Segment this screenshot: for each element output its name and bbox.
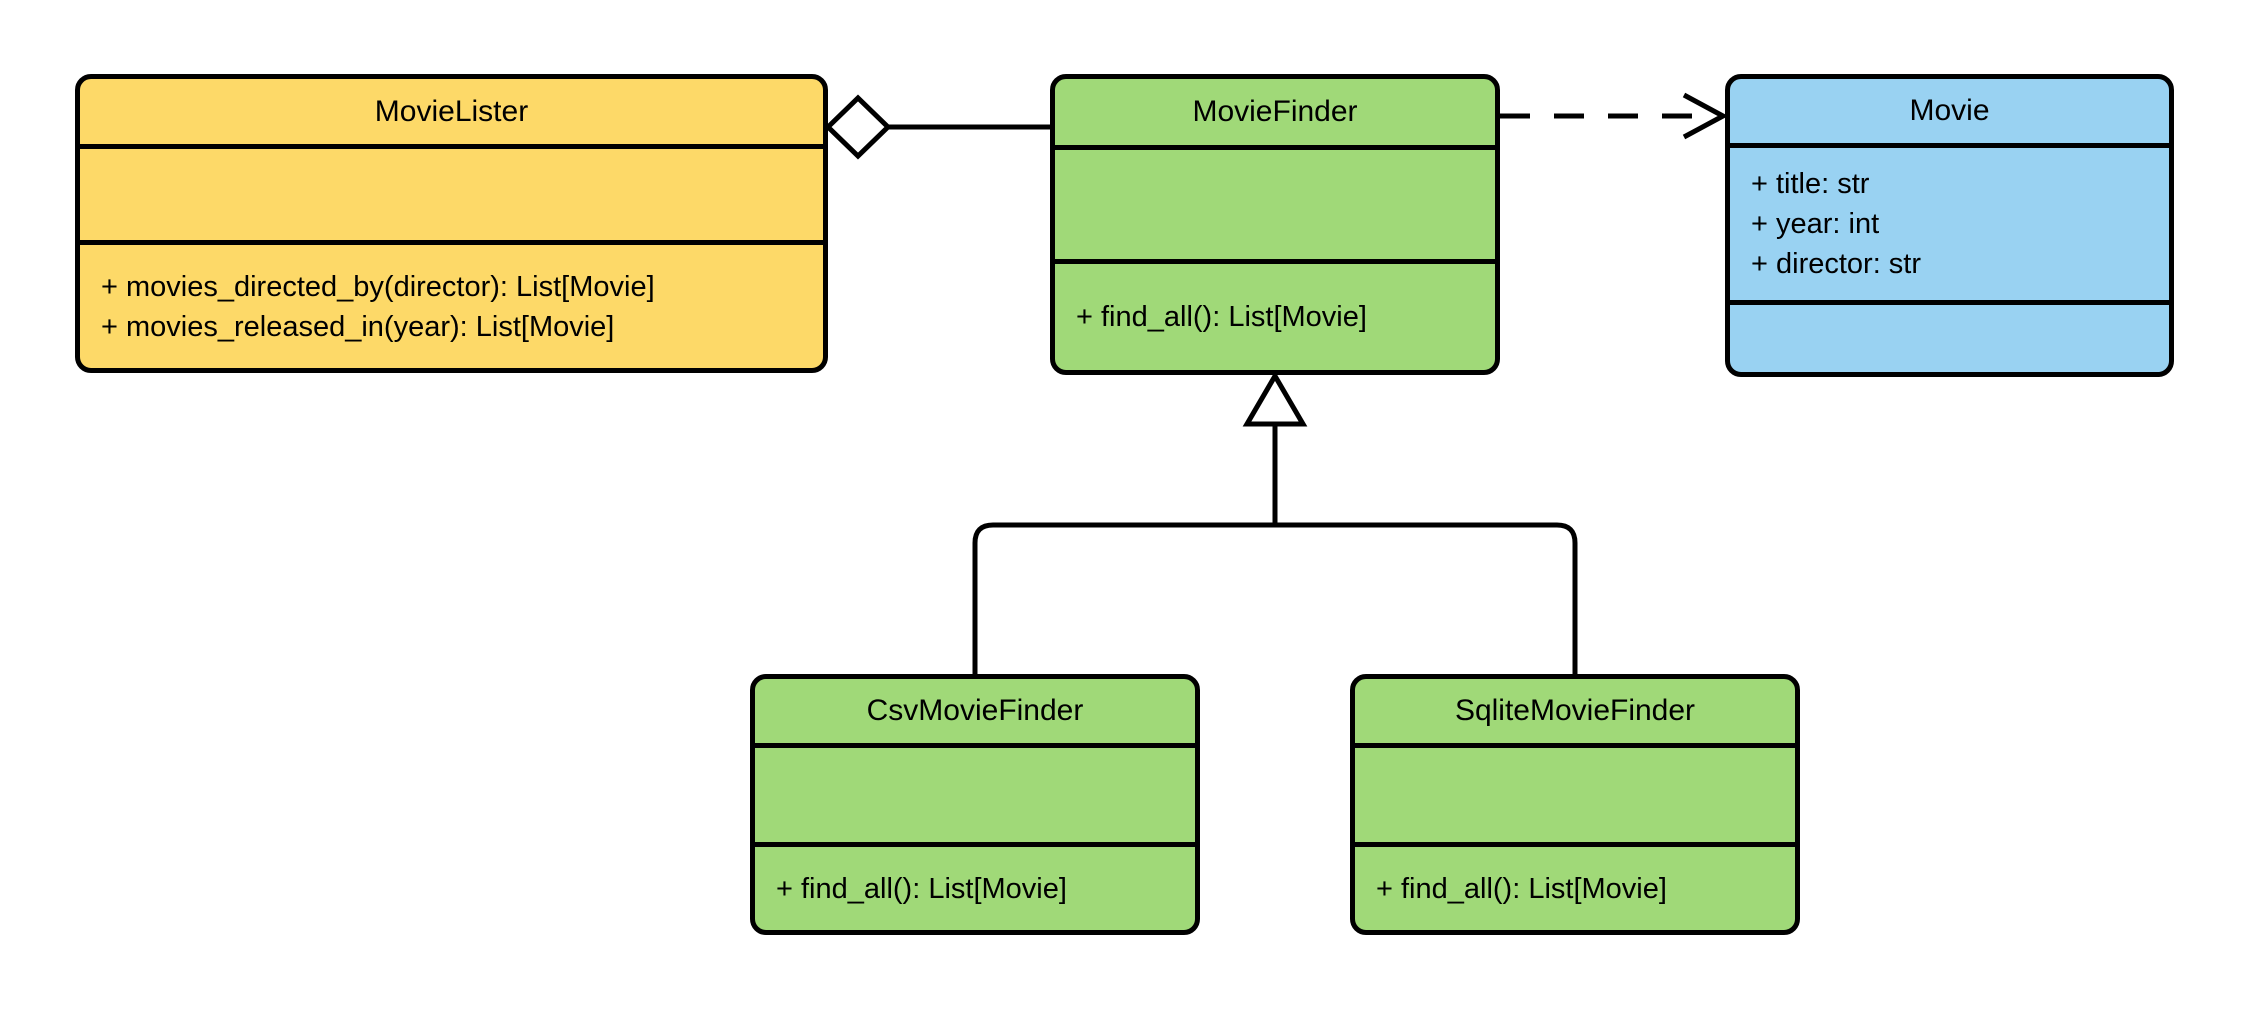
class-methods-section: + find_all(): List[Movie] [755,842,1195,930]
class-attributes-section [1055,145,1495,259]
class-title: CsvMovieFinder [866,694,1084,727]
aggregation-diamond [824,94,892,160]
class-title: MovieFinder [1192,95,1358,128]
class-attributes-section: + title: str + year: int + director: str [1730,143,2169,300]
method-label: + movies_released_in(year): List[Movie] [101,310,615,343]
method-label: + find_all(): List[Movie] [776,872,1067,905]
class-movielister: MovieLister + movies_directed_by(directo… [75,74,828,373]
class-title: SqliteMovieFinder [1454,694,1696,727]
class-movie: Movie + title: str + year: int + directo… [1725,74,2174,377]
class-methods-section [1730,300,2169,372]
class-csvmoviefinder: CsvMovieFinder + find_all(): List[Movie] [750,674,1200,935]
class-attributes-section [755,743,1195,842]
class-moviefinder: MovieFinder + find_all(): List[Movie] [1050,74,1500,375]
attribute-label: + director: str [1751,248,1922,280]
attribute-label: + year: int [1751,208,1880,240]
class-attributes-section [1355,743,1795,842]
class-title: Movie [1909,94,1990,127]
method-label: + movies_directed_by(director): List[Mov… [101,270,655,303]
edge-generalization-tree [972,371,1578,674]
class-methods-section: + movies_directed_by(director): List[Mov… [80,240,823,368]
edge-dependency-moviefinder-movie [1500,92,1729,140]
method-label: + find_all(): List[Movie] [1076,301,1367,333]
generalization-triangle [1242,371,1308,427]
dependency-arrowhead-icon [1682,92,1729,140]
class-title: MovieLister [374,94,529,128]
attribute-label: + title: str [1751,168,1870,200]
class-sqlitemoviefinder: SqliteMovieFinder + find_all(): List[Mov… [1350,674,1800,935]
generalization-connector-path [972,424,1578,674]
method-label: + find_all(): List[Movie] [1376,872,1667,905]
edge-aggregation-movielister-moviefinder [824,94,1050,160]
class-methods-section: + find_all(): List[Movie] [1355,842,1795,930]
class-methods-section: + find_all(): List[Movie] [1055,259,1495,370]
class-attributes-section [80,144,823,240]
